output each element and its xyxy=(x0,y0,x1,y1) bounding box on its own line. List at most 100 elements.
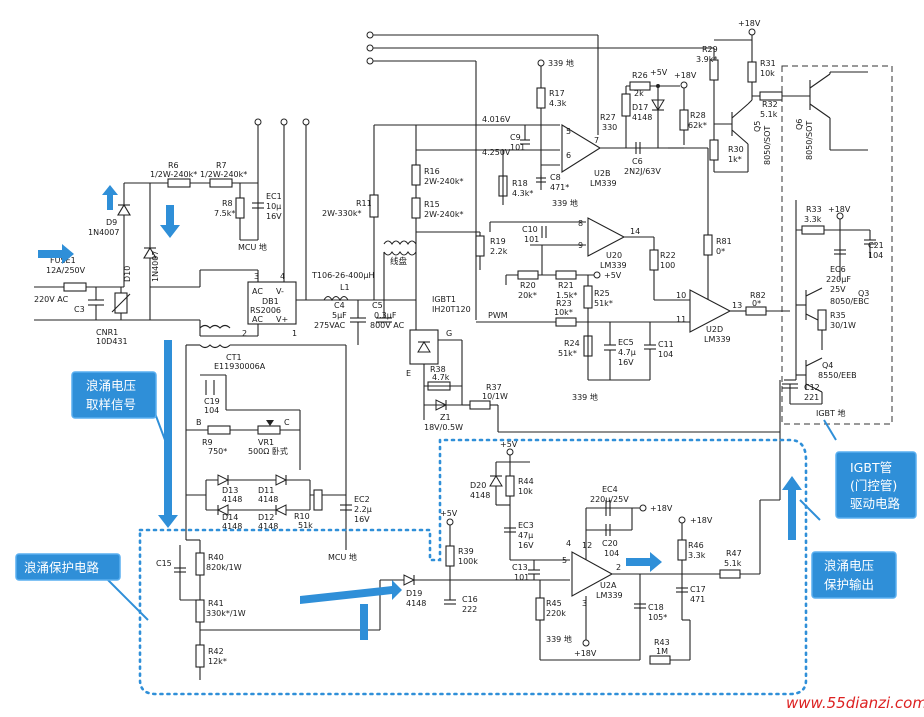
callout-leader-4 xyxy=(823,419,837,441)
c12-label: C12 xyxy=(804,383,820,392)
d14-value: 4148 xyxy=(222,522,242,531)
r11-resistor xyxy=(369,194,379,218)
callout-surge-sample: 浪涌电压 取样信号 xyxy=(71,371,157,419)
ct1-primary xyxy=(199,324,231,329)
igbt-gnd-label: IGBT 地 xyxy=(816,408,845,418)
c4-label: C4 xyxy=(334,301,345,310)
r33-resistor xyxy=(801,225,825,235)
r31-value: 10k xyxy=(760,69,775,78)
v5-node-c xyxy=(446,518,454,526)
ec1-label: EC1 xyxy=(266,192,282,201)
v18-label-a: +18V xyxy=(674,71,697,80)
ec6-label: EC6 xyxy=(830,265,846,274)
c5-label: C5 xyxy=(372,301,383,310)
c16-label: C16 xyxy=(462,595,478,604)
mcu-gnd-label-1: MCU 地 xyxy=(238,242,267,252)
ac-input-section: FUSE1 12A/250V 220V AC C3 CNR1 10D431 D9… xyxy=(34,118,310,346)
d12-label: D12 xyxy=(258,513,274,522)
r25-resistor xyxy=(583,285,593,309)
r46-resistor xyxy=(677,539,687,561)
r7-resistor xyxy=(209,178,233,188)
u2a-label: U2A xyxy=(600,581,617,590)
r17-label: R17 xyxy=(549,89,565,98)
c20-value: 104 xyxy=(604,549,619,558)
ec2-value: 2.2μ xyxy=(354,505,372,514)
vr1-label: VR1 xyxy=(258,438,274,447)
r37-resistor xyxy=(469,400,491,410)
r23-resistor xyxy=(555,317,577,327)
output-right-arrow xyxy=(626,552,662,572)
callout-surge-sample-line2: 取样信号 xyxy=(86,397,136,412)
u2a-value: LM339 xyxy=(596,591,623,600)
igbt1-transistor xyxy=(409,329,439,365)
gnd339-label-d: 339 地 xyxy=(546,634,572,644)
r30-value: 1k* xyxy=(728,155,742,164)
u2a-comparator xyxy=(571,551,614,597)
c19-label: C19 xyxy=(204,397,220,406)
c13-value: 101 xyxy=(514,573,529,582)
u2d-comparator xyxy=(689,289,732,333)
v5-label-c: +5V xyxy=(440,509,458,518)
c10-value: 101 xyxy=(524,235,539,244)
d13-value: 4148 xyxy=(222,495,242,504)
igbt1-gate-pin: G xyxy=(446,329,452,338)
r45-value: 220k xyxy=(546,609,566,618)
r35-label: R35 xyxy=(830,311,846,320)
r82-label: R82 xyxy=(750,291,766,300)
r24-value: 51k* xyxy=(558,349,577,358)
terminal-1 xyxy=(254,118,262,126)
c17-label: C17 xyxy=(690,585,706,594)
ec5-value: 4.7μ xyxy=(618,348,636,357)
r82-resistor xyxy=(745,306,767,316)
r35-resistor xyxy=(817,309,827,331)
r15-value: 2W-240k* xyxy=(424,210,463,219)
q5-value: 8050/SOT xyxy=(763,126,772,165)
r21-label: R21 xyxy=(558,281,574,290)
d13-label: D13 xyxy=(222,486,238,495)
c15-label: C15 xyxy=(156,559,172,568)
callout-igbt-line2: (门控管) xyxy=(850,478,897,493)
q4-value: 8550/EEB xyxy=(818,371,857,380)
r9-value: 750* xyxy=(208,447,227,456)
cnr1-label: CNR1 xyxy=(96,328,118,337)
r18-label: R18 xyxy=(512,179,528,188)
terminal-top-2 xyxy=(366,44,374,52)
r31-resistor xyxy=(747,61,757,83)
r30-label: R30 xyxy=(728,145,744,154)
z1-label: Z1 xyxy=(440,413,451,422)
v18-node-e xyxy=(582,639,590,647)
r31-label: R31 xyxy=(760,59,776,68)
r16-label: R16 xyxy=(424,167,440,176)
r40-resistor xyxy=(195,552,205,576)
r29-resistor xyxy=(709,59,719,81)
db1-vminus: V- xyxy=(276,287,284,296)
sample-down-arrow xyxy=(158,340,178,528)
r42-label: R42 xyxy=(208,647,224,656)
vr1-wiper xyxy=(266,420,274,426)
ec3-value: 47μ xyxy=(518,531,533,540)
r41-resistor xyxy=(195,599,205,623)
r43-value: 1M xyxy=(656,647,668,656)
c5-voltage: 800V AC xyxy=(370,321,405,330)
d20-value: 4148 xyxy=(470,491,490,500)
r33-label: R33 xyxy=(806,205,822,214)
u20-comparator xyxy=(587,217,626,257)
r16-resistor xyxy=(411,164,421,186)
r22-value: 100 xyxy=(660,261,675,270)
c4-value: 5μF xyxy=(332,311,347,320)
r44-resistor xyxy=(505,475,515,497)
c21-label: C21 xyxy=(868,241,884,250)
gnd-node-339 xyxy=(537,59,545,67)
c11-value: 104 xyxy=(658,350,673,359)
d10-value: 1N4007 xyxy=(151,251,160,282)
v5-label-d: +5V xyxy=(500,440,518,449)
r6-value: 1/2W-240k* xyxy=(150,170,197,179)
r9-resistor xyxy=(207,425,231,435)
r8-label: R8 xyxy=(222,199,233,208)
q3-label: Q3 xyxy=(858,289,869,298)
r38-value: 4.7k xyxy=(432,373,450,382)
db1-ac1: AC xyxy=(252,287,263,296)
u20-pin14: 14 xyxy=(630,227,640,236)
c9-label: C9 xyxy=(510,133,521,142)
r45-label: R45 xyxy=(546,599,562,608)
